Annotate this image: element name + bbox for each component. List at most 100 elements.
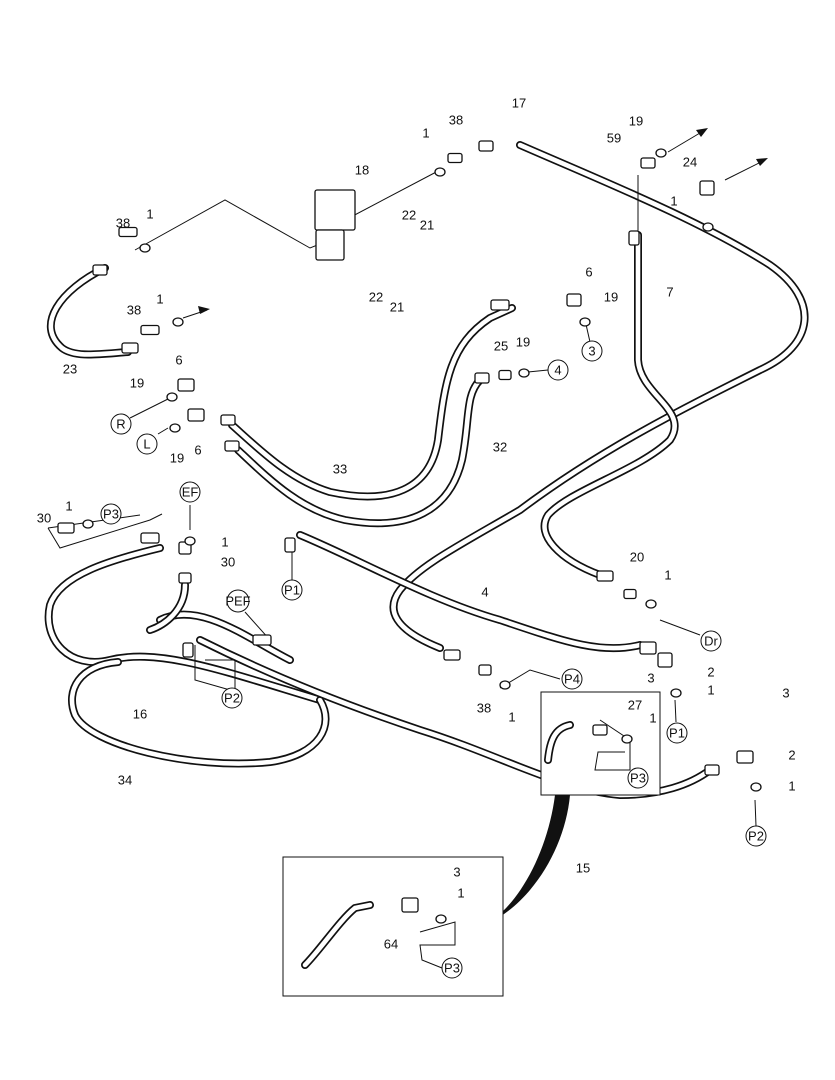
connection-callout: P3 [627, 767, 649, 789]
fitting [596, 570, 614, 582]
hose-33-inner [229, 305, 515, 499]
hoses [44, 141, 809, 799]
part-number-label: 19 [629, 113, 643, 128]
fitting [490, 299, 510, 311]
fitting [284, 537, 296, 553]
fitting [478, 140, 494, 152]
fitting [699, 180, 715, 196]
callout-label: P4 [564, 671, 580, 686]
part-number-label: 19 [604, 289, 618, 304]
fitting [447, 152, 463, 164]
callout-label: PEF [225, 593, 250, 608]
part-number-label: 3 [782, 685, 789, 700]
fitting [118, 226, 138, 238]
connection-callout: P2 [221, 687, 243, 709]
hose-23 [47, 264, 132, 359]
hose-7 [540, 231, 679, 579]
o-ring [172, 317, 184, 327]
callout-label: Dr [704, 633, 718, 648]
o-ring [750, 782, 762, 792]
fitting [443, 649, 461, 661]
fitting [224, 440, 240, 452]
part-number-label: 19 [516, 334, 530, 349]
connection-callout: P1 [281, 579, 303, 601]
part-number-label: 3 [453, 864, 460, 879]
o-ring [670, 688, 682, 698]
o-ring [82, 519, 94, 529]
fitting [628, 230, 640, 246]
connection-callout: 3 [581, 340, 603, 362]
arrows [182, 128, 768, 319]
fitting [187, 408, 205, 422]
part-number-label: 1 [664, 567, 671, 582]
part-number-label: 19 [170, 450, 184, 465]
o-ring [579, 317, 591, 327]
part-number-label: 7 [666, 284, 673, 299]
connection-callout: P2 [745, 825, 767, 847]
part-number-label: 3 [647, 670, 654, 685]
fitting [498, 369, 512, 381]
fitting [704, 764, 720, 776]
connection-callout: P3 [441, 957, 463, 979]
fitting [140, 324, 160, 336]
fitting [657, 652, 673, 668]
o-ring [169, 423, 181, 433]
part-number-label: 1 [156, 291, 163, 306]
part-number-label: 38 [116, 215, 130, 230]
callout-label: L [143, 436, 150, 451]
fitting [178, 572, 192, 584]
part-number-label: 25 [494, 338, 508, 353]
detail-frames [282, 691, 661, 997]
hose-32-inner [235, 377, 483, 526]
part-number-label: 1 [221, 534, 228, 549]
part-number-label: 1 [788, 778, 795, 793]
detail-pointer [485, 795, 570, 925]
part-number-label: 2 [788, 747, 795, 762]
fitting [57, 522, 75, 534]
hose-34-inner [69, 659, 328, 766]
fitting [640, 157, 656, 169]
part-number-label: 1 [65, 498, 72, 513]
hose-4 [296, 531, 644, 653]
leader-lines [47, 169, 757, 969]
fitting [140, 532, 160, 544]
callout-label: P1 [669, 725, 685, 740]
fitting [220, 414, 236, 426]
part-number-label: 38 [127, 302, 141, 317]
part-number-label: 27 [628, 697, 642, 712]
part-number-label: 30 [221, 554, 235, 569]
fitting [639, 641, 657, 655]
callout-label: 4 [554, 362, 561, 377]
part-number-label: 23 [63, 361, 77, 376]
connection-callout: L [136, 433, 158, 455]
o-ring [518, 368, 530, 378]
o-ring [435, 914, 447, 924]
part-number-label: 1 [670, 193, 677, 208]
callout-label: P3 [444, 960, 460, 975]
part-number-label: 20 [630, 549, 644, 564]
fitting [315, 229, 345, 261]
part-number-label: 64 [384, 936, 398, 951]
part-number-label: 6 [194, 442, 201, 457]
part-number-label: 38 [449, 112, 463, 127]
o-ring [139, 243, 151, 253]
part-number-label: 59 [607, 130, 621, 145]
part-number-label: 1 [508, 709, 515, 724]
part-number-label: 1 [457, 885, 464, 900]
callout-label: P1 [284, 582, 300, 597]
callout-label: 3 [588, 343, 595, 358]
fitting [566, 293, 582, 307]
part-number-label: 15 [576, 860, 590, 875]
part-number-label: 1 [422, 125, 429, 140]
part-number-label: 1 [707, 682, 714, 697]
fitting [252, 634, 272, 646]
part-number-label: 1 [146, 206, 153, 221]
part-number-label: 18 [355, 162, 369, 177]
hose-7-inner [542, 232, 677, 578]
part-number-label: 4 [481, 584, 488, 599]
o-ring [499, 680, 511, 690]
fitting [182, 642, 194, 658]
callout-label: P2 [224, 690, 240, 705]
fitting [177, 378, 195, 392]
